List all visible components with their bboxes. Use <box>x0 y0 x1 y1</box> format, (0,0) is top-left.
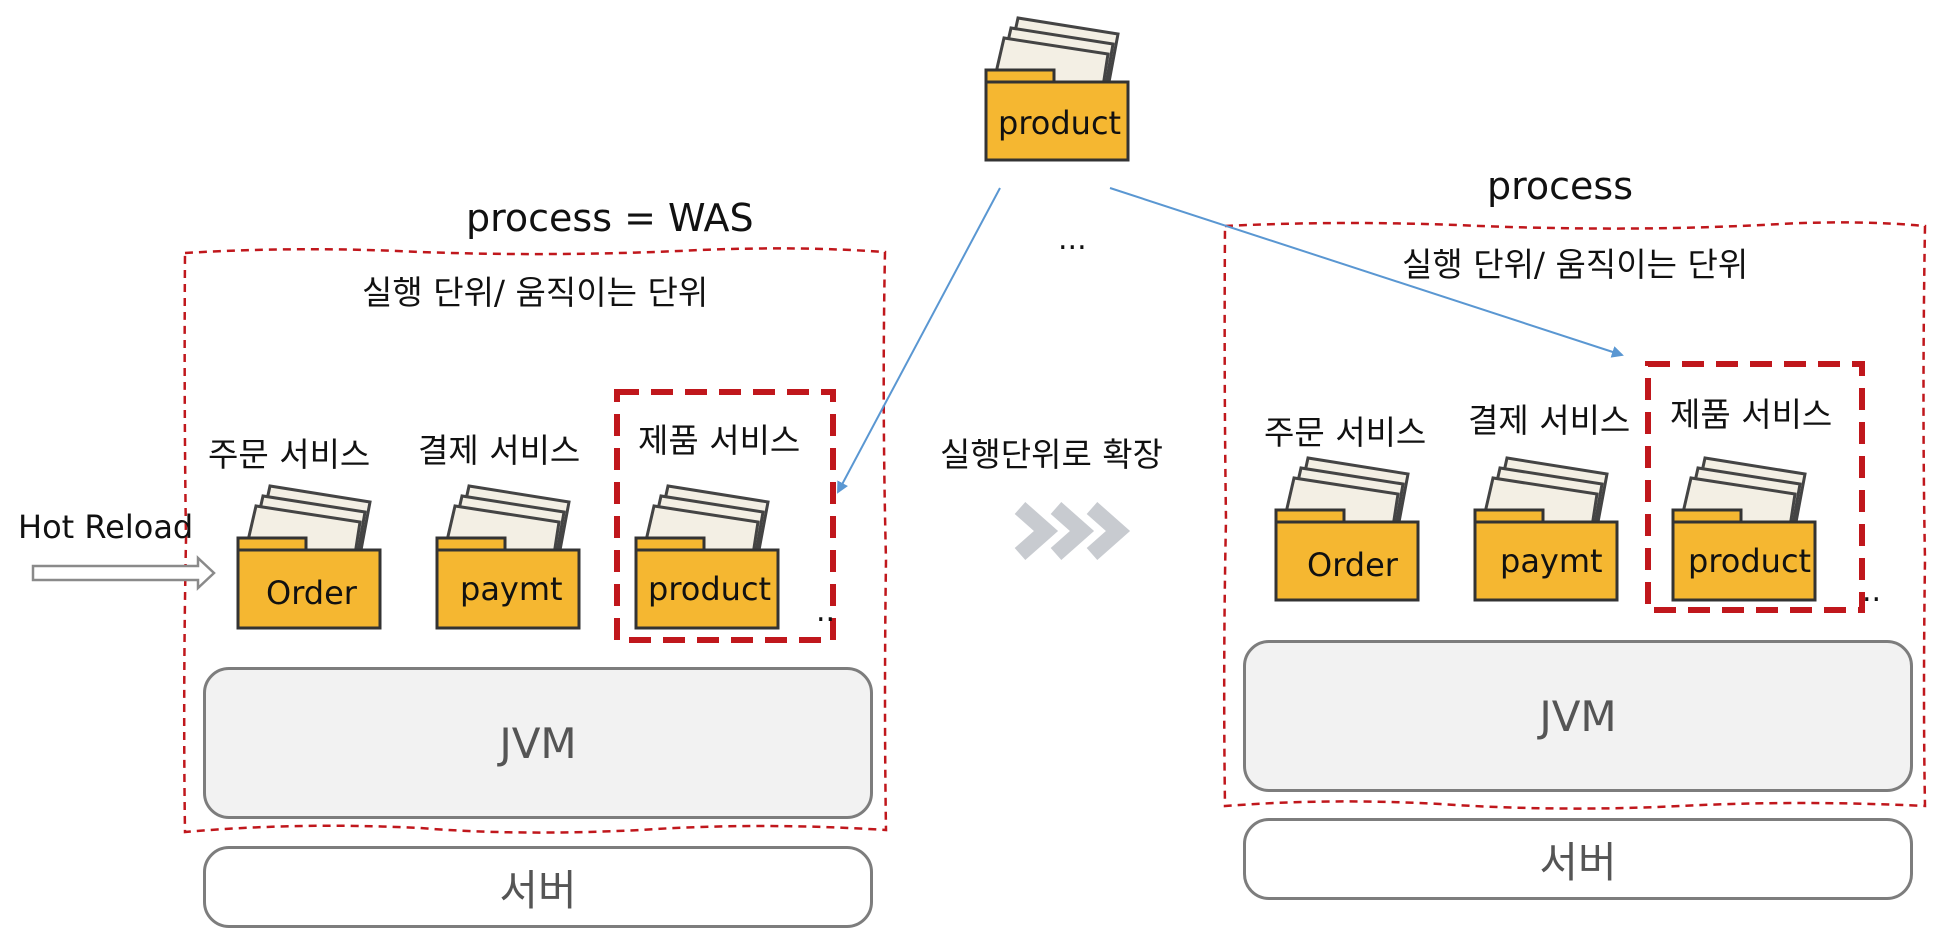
left-order-folder-icon <box>236 480 386 630</box>
right-order-folder-label: Order <box>1307 546 1398 584</box>
left-payment-folder-icon <box>435 480 585 630</box>
right-service-product-label: 제품 서비스 <box>1670 395 1833 434</box>
left-service-payment-label: 결제 서비스 <box>418 431 581 470</box>
right-payment-folder-label: paymt <box>1500 542 1603 580</box>
left-payment-folder-label: paymt <box>460 570 563 608</box>
left-jvm-label: JVM <box>499 718 577 768</box>
left-ellipsis: .. <box>816 594 836 629</box>
right-order-folder-icon <box>1274 452 1424 602</box>
left-process-boundary <box>182 247 888 834</box>
chevron-arrows-icon <box>1014 502 1131 560</box>
left-product-highlight <box>614 389 836 643</box>
left-process-subtitle: 실행 단위/ 움직이는 단위 <box>362 273 709 312</box>
right-product-folder-label: product <box>1688 542 1812 580</box>
right-server-box: 서버 <box>1243 818 1913 900</box>
left-order-folder-label: Order <box>266 574 357 612</box>
left-jvm-box: JVM <box>203 667 873 819</box>
top-product-folder-label: product <box>998 104 1122 142</box>
right-jvm-box: JVM <box>1243 640 1913 792</box>
right-product-highlight <box>1645 361 1865 613</box>
hot-reload-arrow <box>31 555 216 591</box>
right-payment-folder-icon <box>1473 452 1623 602</box>
left-process-title: process = WAS <box>466 196 754 240</box>
right-service-payment-label: 결제 서비스 <box>1468 401 1631 440</box>
right-process-boundary <box>1222 221 1927 810</box>
left-product-folder-icon <box>634 480 784 630</box>
top-ellipsis: ... <box>1058 222 1087 257</box>
left-server-label: 서버 <box>499 865 577 915</box>
right-server-label: 서버 <box>1539 837 1617 887</box>
right-ellipsis: .. <box>1862 574 1882 609</box>
right-product-folder-icon <box>1671 452 1821 602</box>
expand-label: 실행단위로 확장 <box>940 435 1164 474</box>
left-server-box: 서버 <box>203 846 873 928</box>
right-process-title: process <box>1487 164 1634 208</box>
left-product-folder-label: product <box>648 570 772 608</box>
top-product-folder-icon <box>984 12 1134 162</box>
arrow-to-left-product <box>837 187 1001 494</box>
arrow-to-right-product <box>1109 187 1624 358</box>
left-service-order-label: 주문 서비스 <box>208 435 371 474</box>
right-process-subtitle: 실행 단위/ 움직이는 단위 <box>1402 245 1749 284</box>
hot-reload-label: Hot Reload <box>18 508 194 546</box>
left-service-product-label: 제품 서비스 <box>638 421 801 460</box>
right-service-order-label: 주문 서비스 <box>1264 413 1427 452</box>
right-jvm-label: JVM <box>1539 691 1617 741</box>
